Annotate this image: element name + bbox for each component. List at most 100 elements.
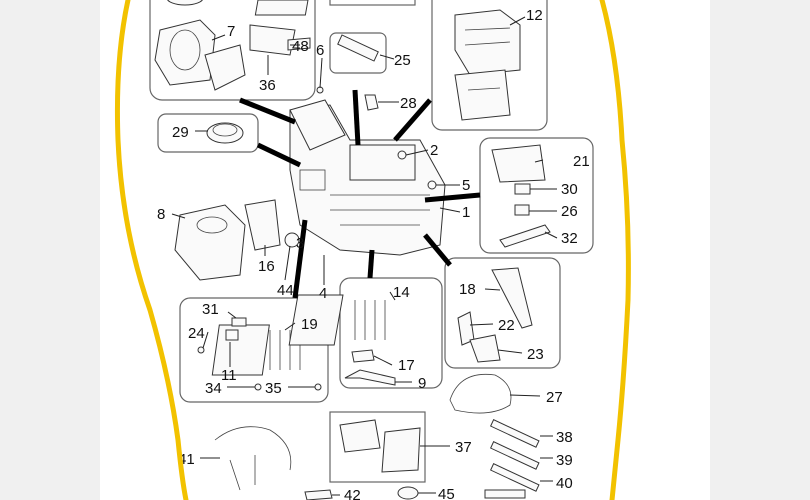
group-box-ducts [444,257,561,369]
part-case-12-lower [454,69,511,121]
label-12: 12 [526,7,543,24]
part-clip-17 [351,349,375,363]
label-22: 22 [498,317,515,334]
part-strip-39 [489,441,540,470]
label-32: 32 [561,230,578,247]
label-3: 3 [296,235,304,252]
main-hvac-ribs [330,194,430,226]
part-pin-24 [197,346,205,354]
part-filter-48 [254,0,309,16]
pointer-blower-group [239,97,296,125]
pointer-actuators [424,192,481,203]
part-blower-motor-29 [206,122,244,144]
part-ring [167,0,203,6]
label-48: 48 [292,38,309,55]
part-evaporator-19-fins [269,330,301,370]
part-actuator-21 [491,144,546,183]
group-box-top-partial [329,0,416,6]
group-box-blower-motor [157,113,259,153]
part-strip-38 [489,419,540,448]
part-duct-23 [469,334,501,363]
label-5: 5 [462,177,470,194]
label-6: 6 [316,42,324,59]
part-actuator-26 [514,204,530,216]
group-box-heater-core [339,277,443,389]
label-36: 36 [259,77,276,94]
label-19: 19 [301,316,318,333]
pointer-evaporator [292,219,308,299]
part-resistor-3 [284,232,300,248]
part-connector-5 [427,180,437,190]
group-box-filters [329,411,426,483]
label-31: 31 [202,301,219,318]
label-14: 14 [393,284,410,301]
label-11: 11 [221,367,237,384]
yellow-highlight-outline [114,0,631,500]
leader-lines [171,16,558,496]
label-42: 42 [344,487,361,500]
label-38: 38 [556,429,573,446]
pointer-heater [367,249,375,279]
label-40: 40 [556,475,573,492]
part-heater-core-14-fins [354,300,386,340]
part-housing-7-detail [169,29,201,71]
part-heater-core-14 [288,294,344,346]
part-actuator-30 [514,183,531,195]
group-box-blower-parts [149,0,316,101]
label-21: 21 [573,153,590,170]
part-blower-motor-29-detail [212,123,238,137]
label-35: 35 [265,380,282,397]
part-case-12-detail [464,27,511,91]
part-valve-11 [225,329,239,341]
part-connector-2 [397,150,407,160]
part-48-small [287,37,311,51]
group-box-case-parts [431,0,548,131]
label-17: 17 [398,357,415,374]
part-harness-41 [214,426,292,491]
label-30: 30 [561,181,578,198]
label-23: 23 [527,346,544,363]
part-blower-case-8 [174,204,246,281]
label-37: 37 [455,439,472,456]
part-case-12-upper [454,9,521,76]
part-housing-7 [154,19,216,86]
part-clip-28 [364,94,379,111]
part-filter-37-left [339,419,381,453]
main-hvac-center-block [349,144,416,181]
label-34: 34 [205,380,222,397]
part-screw-34 [254,383,262,391]
main-hvac-panel [299,169,326,191]
main-hvac-top-duct [289,99,346,151]
label-2: 2 [430,142,438,159]
part-45 [397,486,419,500]
part-blower-case-8-detail [196,216,228,234]
label-39: 39 [556,452,573,469]
part-duct-18 [491,267,533,329]
pointer-filter [352,89,361,146]
part-filter-37-right [381,427,421,473]
group-box-filter-25 [329,32,387,74]
label-4: 4 [319,285,327,302]
label-1: 1 [462,204,470,221]
label-9: 9 [418,375,426,392]
group-box-evaporator [179,297,329,403]
part-strip-bottom [484,489,526,499]
label-26: 26 [561,203,578,220]
pointer-ducts [423,233,452,267]
part-valve-31 [231,317,247,327]
label-16: 16 [258,258,275,275]
label-28: 28 [400,95,417,112]
part-pipe-9 [344,369,396,386]
pointer-case-group [393,98,432,142]
label-24: 24 [188,325,205,342]
label-18: 18 [459,281,476,298]
part-strip-40 [489,463,540,492]
label-25: 25 [394,52,411,69]
part-screw-35 [314,383,322,391]
label-27: 27 [546,389,563,406]
part-bracket-16 [244,199,281,251]
label-44: 44 [277,282,294,299]
pointer-blower-motor [256,142,302,168]
